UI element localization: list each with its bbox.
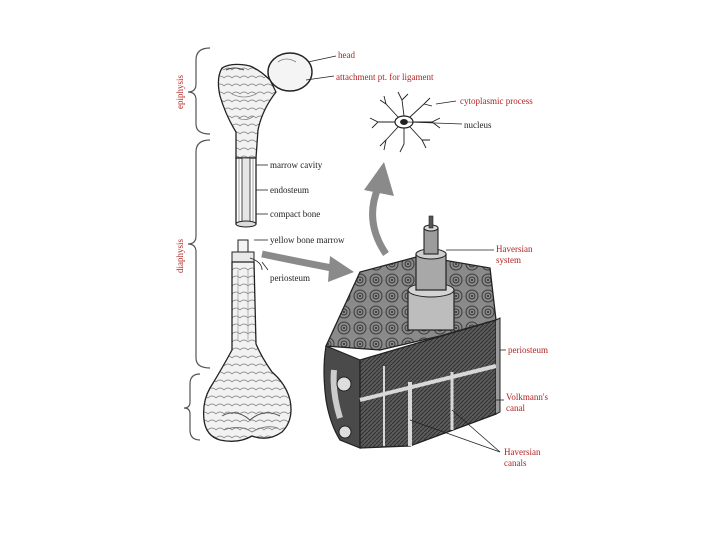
yellow-marrow-label: yellow bone marrow <box>270 235 345 245</box>
volkmann-canal-label-line2: canal <box>506 403 525 413</box>
endosteum-label: endosteum <box>270 185 309 195</box>
periosteum-block-label: periosteum <box>508 345 548 355</box>
diaphysis-label: diaphysis <box>175 239 185 273</box>
osteocyte-illustration <box>370 92 440 152</box>
cytoplasmic-process-label: cytoplasmic process <box>460 96 533 106</box>
haversian-system-label-line2: system <box>496 255 521 265</box>
volkmann-canal-label-line1: Volkmann's <box>506 392 548 402</box>
diaphysis-bracket <box>188 140 210 368</box>
femur-proximal-illustration <box>218 53 312 227</box>
marrow-cavity-label: marrow cavity <box>270 160 323 170</box>
nucleus-label: nucleus <box>464 120 492 130</box>
femur-distal-illustration <box>204 240 291 441</box>
epiphysis-bracket <box>188 48 210 134</box>
periosteum-femur-label: periosteum <box>270 273 310 283</box>
haversian-canals-label-line2: canals <box>504 458 527 468</box>
compact-bone-label: compact bone <box>270 209 320 219</box>
epiphysis-label: epiphysis <box>175 75 185 109</box>
compact-bone-block <box>324 216 500 448</box>
ligament-attachment-label: attachment pt. for ligament <box>336 72 434 82</box>
arrow-to-osteocyte <box>364 162 394 254</box>
haversian-system-label-line1: Haversian <box>496 244 533 254</box>
lower-epiphysis-bracket <box>184 374 200 440</box>
haversian-canals-label-line1: Haversian <box>504 447 541 457</box>
head-label: head <box>338 50 355 60</box>
